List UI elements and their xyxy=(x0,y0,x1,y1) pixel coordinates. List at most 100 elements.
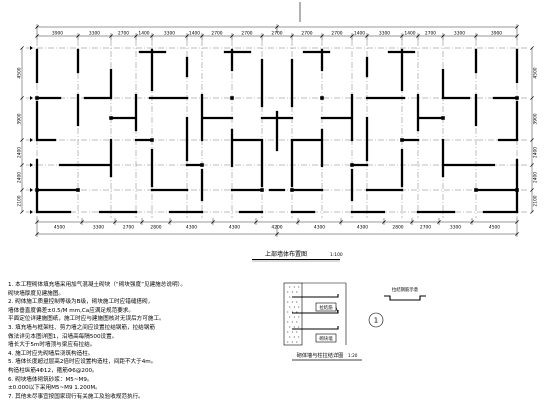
hatch-dot-5 xyxy=(296,291,298,293)
dim-top-0: 3900 xyxy=(52,30,63,36)
note-line-5: 3. 填充墙与框架柱、剪力墙之间应设置拉结钢筋，拉结钢筋 xyxy=(8,324,155,331)
bent-tie-bar xyxy=(384,295,426,301)
walls-center xyxy=(260,110,294,192)
note-line-1: 砌块墙厚度见建施图。 xyxy=(8,290,64,297)
detail-index-number: 1 xyxy=(374,317,378,325)
hatch-dot-35 xyxy=(296,341,298,343)
hatch-dot-15 xyxy=(287,311,289,313)
dim-bottom-1: 3300 xyxy=(93,225,104,231)
dim-bottom-12: 4500 xyxy=(489,225,500,231)
drawing-title: 上部墙体布置图 xyxy=(265,250,307,258)
hatch-dot-24 xyxy=(289,326,291,328)
note-line-13: 7. 其他未尽事宜按国家现行有关施工及验收规范执行。 xyxy=(8,393,144,400)
dim-left-2: 2400 xyxy=(16,147,22,158)
axis-marker-0 xyxy=(30,46,33,50)
concrete-hatch xyxy=(287,286,300,343)
dim-top-7: 2700 xyxy=(241,30,252,36)
hatch-dot-23 xyxy=(296,321,298,323)
hatch-dot-21 xyxy=(287,321,289,323)
note-line-11: 6. 砌块墙体砌筑砂浆：M5~M9。 xyxy=(8,376,93,383)
note-line-4: 平面定位详建施图纸，施工时应与建施图核对无误后方可施工。 xyxy=(8,316,165,323)
dim-left-4: 2100 xyxy=(16,195,22,206)
dim-bottom-3: 2800 xyxy=(150,225,161,231)
hatch-dot-6 xyxy=(289,296,291,298)
detail-caption: 砌体墙与柱拉结详图 xyxy=(297,351,344,359)
dim-bottom-0: 4500 xyxy=(54,225,65,231)
note-line-2: 2. 砌体施工质量控制等级为B级，砌块施工时应错缝搭砌， xyxy=(8,299,154,306)
hatch-dot-14 xyxy=(298,306,300,308)
note-line-7: 墙长大于5m时墙顶与梁应有拉结。 xyxy=(8,342,96,349)
dim-right-1: 3900 xyxy=(533,113,539,124)
label-block-wall: 砌块墙 xyxy=(319,335,333,342)
hatch-dot-26 xyxy=(298,326,300,328)
hatch-dot-29 xyxy=(296,331,298,333)
walls-right-half xyxy=(289,48,520,214)
dim-tick-right-2 xyxy=(530,138,534,142)
dim-left-1: 3900 xyxy=(16,113,22,124)
dim-bottom-11: 3300 xyxy=(450,225,461,231)
hatch-dot-28 xyxy=(291,331,293,333)
hatch-dot-1 xyxy=(293,286,295,288)
general-notes: 1. 本工程砌体填充墙采用加气混凝土砌块（“砌块强度”见建施总说明）。 砌块墙厚… xyxy=(8,281,253,401)
dim-tick-left-5 xyxy=(20,210,24,214)
hatch-dot-16 xyxy=(291,311,293,313)
dim-top-12: 3300 xyxy=(379,30,390,36)
note-line-0: 1. 本工程砌体填充墙采用加气混凝土砌块（“砌块强度”见建施总说明）。 xyxy=(8,282,186,288)
axis-marker-5 xyxy=(30,210,33,214)
hatch-dot-34 xyxy=(291,341,293,343)
dim-right-2: 2400 xyxy=(533,147,539,158)
dim-right-0: 4500 xyxy=(533,67,539,78)
hatch-dot-33 xyxy=(287,341,289,343)
dim-top-6: 2700 xyxy=(211,30,222,36)
hatch-dot-3 xyxy=(287,291,289,293)
dim-bottom-6: 4200 xyxy=(271,225,282,231)
dim-tick-right-0 xyxy=(530,46,534,50)
dim-tick-left-2 xyxy=(20,138,24,142)
dim-top-16: 3900 xyxy=(491,30,502,36)
dim-bottom-10: 2700 xyxy=(420,225,431,231)
walls-left-half xyxy=(35,48,264,214)
dim-left-3: 2400 xyxy=(16,172,22,183)
dim-tick-right-3 xyxy=(530,163,534,167)
dim-top-15: 3300 xyxy=(454,30,465,36)
dim-right-3: 2400 xyxy=(533,172,539,183)
note-line-6: 做法详见本图详图1，沿墙高每隔500设置。 xyxy=(8,333,118,340)
hatch-dot-22 xyxy=(291,321,293,323)
dim-bottom-8: 4300 xyxy=(357,225,368,231)
hatch-dot-30 xyxy=(289,336,291,338)
axis-marker-3 xyxy=(30,163,33,167)
note-line-10: 构造柱纵筋4Φ12，箍筋Φ6@200。 xyxy=(8,367,98,374)
hatch-dot-25 xyxy=(293,326,295,328)
hatch-dot-27 xyxy=(287,331,289,333)
hatch-dot-17 xyxy=(296,311,298,313)
hatch-dot-19 xyxy=(293,316,295,318)
hatch-dot-12 xyxy=(289,306,291,308)
dim-tick-left-3 xyxy=(20,163,24,167)
label-box-wall xyxy=(315,333,337,343)
dim-top-10: 2700 xyxy=(331,30,342,36)
note-line-12: ±0.000以下采用M5~M9 1.200M。 xyxy=(8,385,101,392)
dim-tick-right-4 xyxy=(530,188,534,192)
drawing-scale: 1:100 xyxy=(330,252,343,258)
dim-bottom-7: 4300 xyxy=(314,225,325,231)
dim-top-13: 1400 xyxy=(404,30,415,36)
dim-top-4: 3300 xyxy=(164,30,175,36)
hatch-dot-9 xyxy=(287,301,289,303)
tie-bars xyxy=(292,294,339,330)
hatch-dot-2 xyxy=(298,286,300,288)
note-line-9: 5. 墙体长度超过层高2倍时应设置构造柱，间距不大于4m。 xyxy=(8,359,157,366)
note-line-3: 墙体垂直度偏差±0.5/M mm,Ca应满足规范要求。 xyxy=(8,307,134,314)
hatch-dot-13 xyxy=(293,306,295,308)
detail-index-circle xyxy=(368,312,384,328)
dim-tick-left-4 xyxy=(20,188,24,192)
axis-marker-1 xyxy=(30,96,33,100)
hatch-dot-18 xyxy=(289,316,291,318)
dim-top-11: 1400 xyxy=(354,30,365,36)
axis-marker-2 xyxy=(30,138,33,142)
dim-top-8: 2700 xyxy=(271,30,282,36)
dim-tick-left-0 xyxy=(20,46,24,50)
axis-marker-4 xyxy=(30,188,33,192)
dim-tick-right-1 xyxy=(530,96,534,100)
dim-bottom-4: 4300 xyxy=(186,225,197,231)
